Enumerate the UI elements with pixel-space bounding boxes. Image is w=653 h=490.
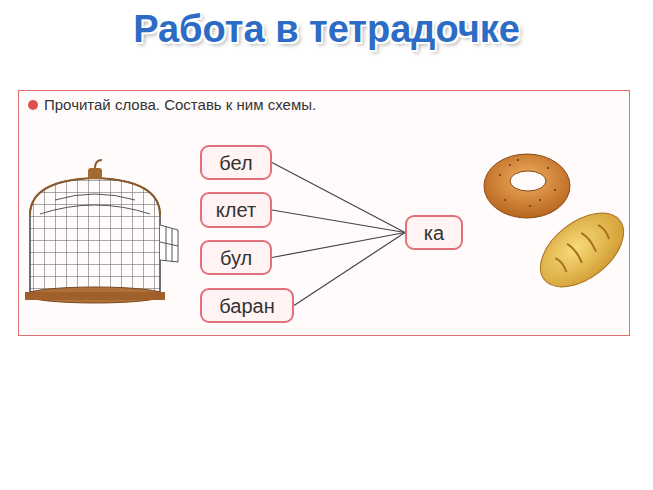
connector-line xyxy=(272,210,405,233)
connector-line xyxy=(272,163,405,233)
loaf-picture xyxy=(527,198,637,301)
page-title: Работа в тетрадочке xyxy=(0,8,653,51)
syllable-text: бел xyxy=(219,153,252,173)
syllable-box: баран xyxy=(200,288,294,323)
bullet-dot xyxy=(28,100,38,110)
connector-line xyxy=(294,233,405,306)
syllable-box: ка xyxy=(405,215,463,250)
syllable-box: бул xyxy=(200,240,272,275)
syllable-box: клет xyxy=(200,192,272,228)
syllable-box: бел xyxy=(200,145,272,180)
syllable-text: клет xyxy=(216,200,256,220)
cage-picture xyxy=(25,160,178,303)
syllable-text: ка xyxy=(424,223,444,243)
syllable-text: бул xyxy=(220,248,252,268)
syllable-text: баран xyxy=(219,296,274,316)
bagel-picture xyxy=(484,154,570,218)
instruction-text: Прочитай слова. Составь к ним схемы. xyxy=(44,96,316,113)
